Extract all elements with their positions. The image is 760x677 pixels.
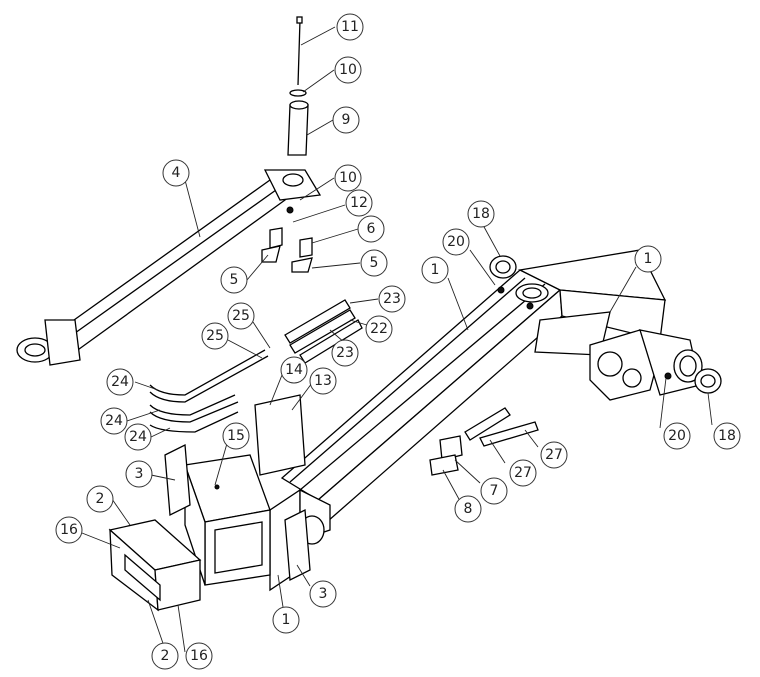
svg-text:11: 11: [341, 19, 359, 35]
svg-text:22: 22: [370, 321, 388, 337]
label-12: 12: [345, 189, 373, 217]
label-2-top: 2: [86, 485, 114, 513]
label-22: 22: [365, 315, 393, 343]
svg-text:8: 8: [464, 501, 473, 517]
label-24-top: 24: [106, 368, 134, 396]
label-27-left: 27: [509, 459, 537, 487]
bushings: [489, 255, 722, 394]
label-3-left: 3: [125, 460, 153, 488]
label-20-right: 20: [663, 422, 691, 450]
label-14: 14: [280, 356, 308, 384]
hose-bundle: [284, 299, 363, 364]
label-16-left: 16: [55, 516, 83, 544]
svg-text:5: 5: [230, 272, 239, 288]
label-9: 9: [332, 106, 360, 134]
svg-text:16: 16: [190, 648, 208, 664]
svg-text:25: 25: [206, 328, 224, 344]
pin-and-bolt: [287, 16, 309, 156]
svg-text:1: 1: [431, 262, 440, 278]
label-6: 6: [357, 215, 385, 243]
svg-text:9: 9: [342, 112, 351, 128]
main-boom: [269, 249, 703, 592]
svg-text:14: 14: [285, 362, 303, 378]
label-13: 13: [309, 367, 337, 395]
label-1-boom: 1: [421, 256, 449, 284]
svg-text:10: 10: [339, 170, 357, 186]
label-2-bottom: 2: [151, 642, 179, 670]
label-18-right: 18: [713, 422, 741, 450]
label-1-rear: 1: [634, 245, 662, 273]
svg-text:10: 10: [339, 62, 357, 78]
svg-text:18: 18: [718, 428, 736, 444]
label-18-top: 18: [467, 200, 495, 228]
label-11: 11: [336, 13, 364, 41]
label-10-top: 10: [334, 56, 362, 84]
svg-text:16: 16: [60, 522, 78, 538]
label-7: 7: [480, 477, 508, 505]
label-bubbles: 11 10 9 4 10 12 6 5 5 1 1 18 20 23 25 22…: [55, 13, 741, 670]
side-plates: [164, 443, 311, 582]
svg-text:23: 23: [383, 291, 401, 307]
svg-text:20: 20: [668, 428, 686, 444]
svg-text:3: 3: [319, 586, 328, 602]
svg-text:5: 5: [370, 255, 379, 271]
svg-text:27: 27: [545, 447, 563, 463]
label-27-right: 27: [540, 441, 568, 469]
hose-fittings: [429, 407, 539, 476]
label-15: 15: [222, 422, 250, 450]
label-23-bottom: 23: [331, 339, 359, 367]
label-25-bottom: 25: [201, 322, 229, 350]
label-4: 4: [162, 159, 190, 187]
svg-text:7: 7: [490, 483, 499, 499]
pipe-clamps: [254, 394, 306, 476]
svg-text:2: 2: [161, 648, 170, 664]
svg-text:27: 27: [514, 465, 532, 481]
svg-text:25: 25: [232, 308, 250, 324]
label-5-left: 5: [220, 266, 248, 294]
svg-text:6: 6: [367, 221, 376, 237]
svg-text:1: 1: [644, 251, 653, 267]
svg-text:23: 23: [336, 345, 354, 361]
sleeve-block: [108, 519, 202, 612]
svg-text:24: 24: [111, 374, 129, 390]
svg-text:24: 24: [105, 413, 123, 429]
svg-text:15: 15: [227, 428, 245, 444]
svg-text:2: 2: [96, 491, 105, 507]
label-24-bottom: 24: [124, 423, 152, 451]
label-16-bottom: 16: [185, 642, 213, 670]
frame-block: [184, 454, 271, 586]
label-24-mid: 24: [100, 407, 128, 435]
svg-text:18: 18: [472, 206, 490, 222]
svg-text:3: 3: [135, 466, 144, 482]
leader-lines: [81, 26, 713, 653]
label-10-mid: 10: [334, 164, 362, 192]
svg-text:4: 4: [172, 165, 181, 181]
bent-pipes: [149, 349, 269, 433]
label-20-top: 20: [442, 228, 470, 256]
svg-text:20: 20: [447, 234, 465, 250]
svg-text:1: 1: [282, 612, 291, 628]
label-25-top: 25: [227, 302, 255, 330]
label-23-top: 23: [378, 285, 406, 313]
hydraulic-cylinder: [16, 169, 322, 366]
label-8: 8: [454, 495, 482, 523]
label-5-right: 5: [360, 249, 388, 277]
svg-text:12: 12: [350, 195, 368, 211]
label-3-right: 3: [309, 580, 337, 608]
hydraulic-fittings: [261, 227, 313, 273]
label-1-front: 1: [272, 606, 300, 634]
svg-text:13: 13: [314, 373, 332, 389]
svg-text:24: 24: [129, 429, 147, 445]
